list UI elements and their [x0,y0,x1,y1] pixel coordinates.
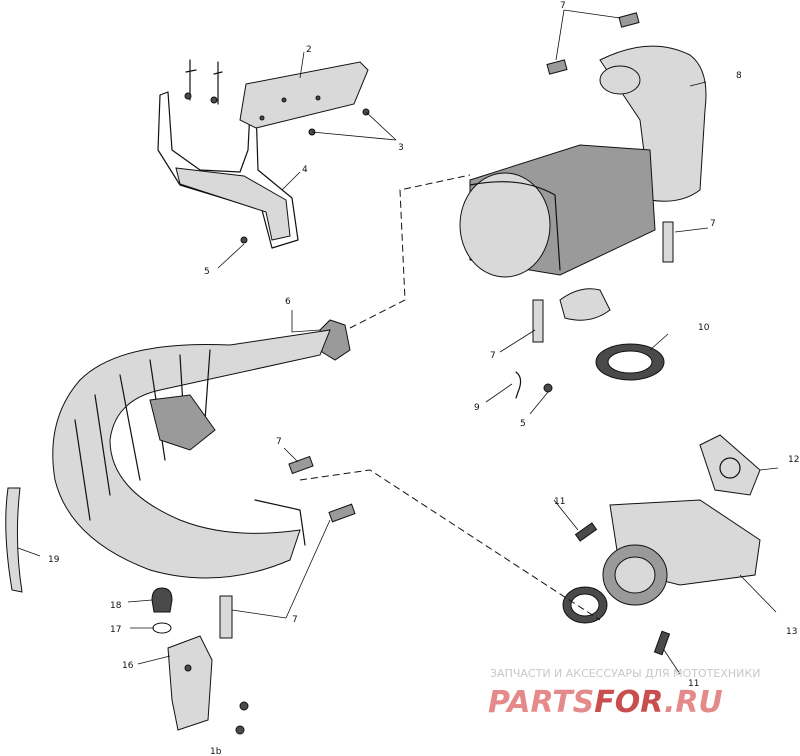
lower-bracket [167,635,213,731]
connection-lines [299,174,601,621]
exhaust-manifold [602,434,761,606]
expansion-chamber [52,319,351,579]
watermark: ЗАПЧАСТИ И АКСЕССУАРЫ ДЛЯ МОТОТЕХНИКИ PA… [488,667,760,720]
label-part-8: 8 [736,71,742,81]
label-part-7-center: 7 [276,437,282,447]
label-part-12: 12 [788,455,799,465]
watermark-logo: PARTSFOR.RU [488,685,723,720]
washer [152,622,172,634]
label-part-17: 17 [110,625,121,635]
label-part-5-upper: 5 [204,267,210,277]
leader-lines [17,9,779,675]
heat-shield [239,61,370,136]
label-part-11-lower: 11 [688,679,699,689]
spring-set [219,12,674,639]
watermark-logo-part-a: PARTS [488,685,594,720]
gasket-ring [562,586,608,624]
label-part-10: 10 [698,323,710,333]
label-part-11-upper: 11 [554,497,565,507]
watermark-logo-part-b: FOR [594,685,664,720]
strap [5,487,23,593]
label-part-7-bottom: 7 [292,615,298,625]
label-part-4: 4 [302,165,308,175]
grommet [151,587,173,613]
label-part-13: 13 [786,627,797,637]
label-part-7-right: 7 [710,219,716,229]
label-part-6: 6 [285,297,291,307]
label-part-2: 2 [306,45,312,55]
label-part-7-top: 7 [560,1,566,11]
bolts [235,371,671,735]
gasket-10 [595,343,665,381]
label-part-16: 16 [122,661,134,671]
silencer [459,45,707,321]
mounting-bracket [157,59,299,249]
label-part-7-mid: 7 [490,351,496,361]
watermark-tagline: ЗАПЧАСТИ И АКСЕССУАРЫ ДЛЯ МОТОТЕХНИКИ [490,667,760,680]
label-part-9: 9 [474,403,480,413]
label-part-5-lower: 5 [520,419,526,429]
part-labels: 2 3 4 5 6 7 8 7 7 10 9 5 7 11 12 13 11 7… [48,1,799,756]
label-part-1b: 1b [210,747,222,756]
label-part-18: 18 [110,601,122,611]
label-part-19: 19 [48,555,60,565]
watermark-logo-part-c: .RU [664,685,723,720]
label-part-3: 3 [398,143,404,153]
